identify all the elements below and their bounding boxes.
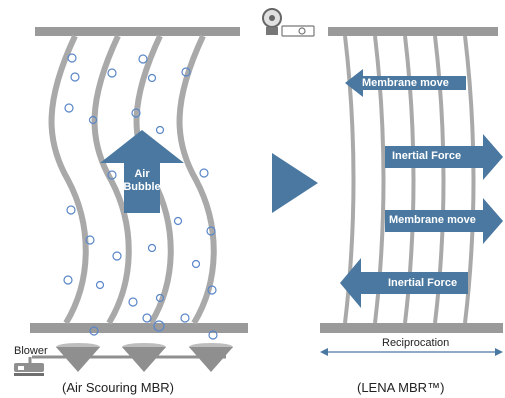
diffuser-cones [56,343,233,372]
air-bubble [153,320,165,332]
right-panel [320,27,503,356]
right-top-plate [328,27,498,36]
air-bubble [206,226,216,236]
air-bubble [138,54,148,64]
membrane-move-bottom-label: Membrane move [389,214,476,226]
left-bottom-plate [30,323,248,333]
reciprocation-arrow [320,348,503,356]
inertial-force-arrow-left [340,258,468,308]
air-bubble [64,103,74,113]
air-bubble [191,259,201,269]
right-caption: (LENA MBR™) [357,380,445,395]
left-membrane-4 [176,34,217,325]
membrane-move-arrow-left [345,69,466,97]
air-bubble [173,216,183,226]
air-bubble-arrow [100,130,184,213]
transition-arrow-icon [272,153,318,213]
air-bubble [112,251,122,261]
air-bubble [142,313,152,323]
air-bubble [128,297,138,307]
left-caption: (Air Scouring MBR) [62,380,174,395]
air-bubble [207,285,217,295]
air-bubble [181,67,191,77]
membrane-move-arrow-right [385,198,503,244]
left-membrane-2 [91,34,132,325]
diffuser-cone-icon [56,343,100,372]
reciprocation-label: Reciprocation [382,337,450,349]
membrane-move-top-label: Membrane move [362,77,449,89]
air-bubble [147,73,157,83]
diffuser-cone-icon [189,343,233,372]
air-bubble [155,125,165,135]
inertial-force-bottom-label: Inertial Force [388,277,458,289]
air-bubble [88,115,98,125]
left-top-plate [35,27,240,36]
inertial-force-arrow-right [385,134,503,180]
air-bubble [155,293,165,303]
air-bubble [66,205,76,215]
air-bubble [199,168,209,178]
air-bubble [70,72,80,82]
inertial-force-top-label: Inertial Force [392,150,462,162]
air-bubble [208,330,218,340]
air-bubble [63,275,73,285]
air-bubble [131,108,141,118]
left-panel [14,27,248,376]
left-membrane-1 [48,34,89,325]
blower-icon [14,357,44,376]
diffuser-cone-icon [122,343,166,372]
air-bubble [107,170,117,180]
motor-icon [262,8,315,37]
right-bottom-plate [320,323,503,333]
air-bubble [147,243,157,253]
blower-label: Blower [14,345,48,357]
air-bubble [95,280,105,290]
air-bubble-arrow-label: Air Bubble [123,168,161,193]
right-membrane-5 [463,35,476,324]
air-bubble [180,313,190,323]
air-bubble [85,235,95,245]
air-bubble [67,53,77,63]
air-bubble [89,326,99,336]
air-bubble [107,68,117,78]
air-bubbles [63,53,218,340]
